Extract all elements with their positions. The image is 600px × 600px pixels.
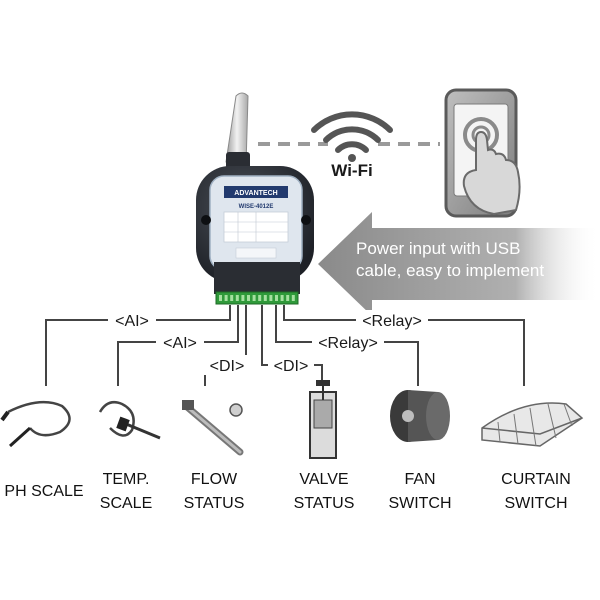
- bus-label-di-left: <DI>: [210, 358, 245, 375]
- device-caption-line: TEMP.: [103, 471, 150, 488]
- device-caption-line: FLOW: [191, 471, 238, 488]
- device-caption-curtain: CURTAIN SWITCH: [501, 471, 571, 512]
- ph-probe-icon: [0, 400, 71, 448]
- terminal-pin: [286, 295, 290, 301]
- device-model: WISE-4012E: [239, 204, 274, 210]
- device-caption-flow: FLOW STATUS: [184, 471, 245, 512]
- terminal-pin: [252, 295, 256, 301]
- device-caption-ph: PH SCALE: [4, 483, 83, 500]
- fan-icon: [390, 390, 450, 442]
- temperature-probe-icon: [98, 401, 161, 440]
- terminal-pin: [219, 295, 222, 301]
- power-arrow: [318, 212, 600, 316]
- terminal-pin: [275, 295, 278, 301]
- terminal-pin: [241, 295, 245, 301]
- power-note-line2: cable, easy to implement: [356, 261, 544, 280]
- terminal-pin: [247, 295, 250, 301]
- terminal-block: [215, 291, 299, 305]
- bus-label-di-right: <DI>: [274, 358, 309, 375]
- device-caption-line: PH SCALE: [4, 483, 83, 500]
- device-caption-fan: FAN SWITCH: [388, 471, 451, 512]
- bus-label-ai-outer: <AI>: [115, 313, 149, 330]
- device-brand: ADVANTECH: [234, 190, 277, 197]
- terminal-pin: [230, 295, 234, 301]
- device-caption-line: SWITCH: [388, 495, 451, 512]
- bus-label-ai-inner: <AI>: [163, 335, 197, 352]
- terminal-pin: [280, 295, 284, 301]
- device-caption-line: STATUS: [294, 495, 355, 512]
- terminal-pin: [269, 295, 273, 301]
- gate-valve-icon: [309, 380, 337, 459]
- terminal-pin: [224, 295, 228, 301]
- terminal-pin: [235, 295, 239, 301]
- wifi-label: Wi-Fi: [331, 161, 372, 180]
- terminal-pin: [263, 295, 267, 301]
- terminal-pin: [258, 295, 262, 301]
- wifi-icon: [311, 111, 393, 162]
- device-caption-line: SCALE: [100, 495, 152, 512]
- curtain-greenhouse-icon: [481, 402, 584, 447]
- device-caption-line: SWITCH: [504, 495, 567, 512]
- bus-label-relay-inner: <Relay>: [318, 335, 378, 352]
- smartphone-touch-icon: [444, 88, 521, 218]
- device-caption-temp: TEMP. SCALE: [100, 471, 152, 512]
- bus-label-relay-outer: <Relay>: [362, 313, 422, 330]
- device-caption-line: FAN: [404, 471, 435, 488]
- device-caption-line: VALVE: [299, 471, 348, 488]
- wise-module: [196, 92, 314, 294]
- terminal-pin: [291, 295, 295, 301]
- flow-sensor-icon: [182, 400, 244, 456]
- power-note-line1: Power input with USB: [356, 239, 520, 258]
- device-caption-line: CURTAIN: [501, 471, 571, 488]
- device-caption-line: STATUS: [184, 495, 245, 512]
- device-caption-valve: VALVE STATUS: [294, 471, 355, 512]
